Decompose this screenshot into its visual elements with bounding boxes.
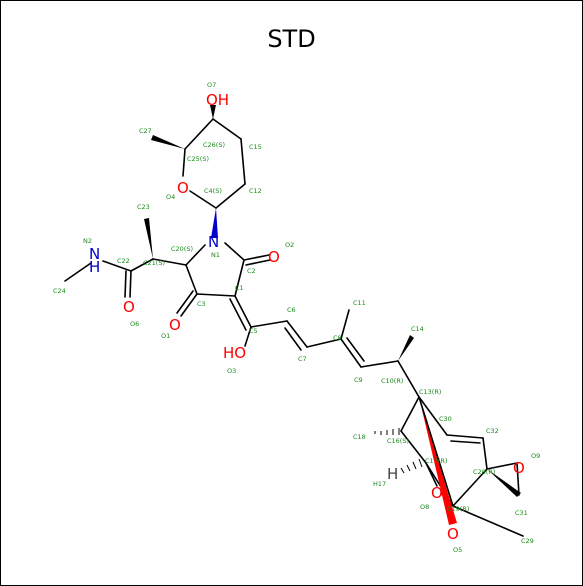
label-O1: O1 — [161, 332, 170, 340]
label-O6: O6 — [130, 320, 139, 328]
label-C23: C23 — [137, 203, 150, 211]
label-O4: O4 — [166, 193, 175, 201]
atom-O9: O — [513, 459, 525, 477]
atom-N1: N — [208, 233, 219, 251]
atom-H17: H — [387, 465, 398, 483]
atom-H-N2: H — [89, 258, 100, 276]
label-C28: C28(R) — [473, 468, 495, 476]
label-C31: C31 — [515, 509, 528, 517]
label-C30: C30 — [439, 415, 452, 423]
label-N2: N2 — [83, 237, 92, 245]
atom-O7: OH — [206, 91, 229, 109]
atom-O6: O — [123, 298, 135, 316]
label-C18: C18 — [353, 433, 366, 441]
atom-O2: O — [268, 248, 280, 266]
label-O3: O3 — [227, 367, 236, 375]
label-C14: C14 — [411, 325, 424, 333]
atom-symbols: OH O N N H O O O HO O O O H — [89, 91, 525, 543]
label-C13: C13(R) — [419, 388, 441, 396]
label-O7: O7 — [207, 81, 216, 89]
label-C26: C26(S) — [203, 141, 225, 149]
label-C1: C1 — [235, 284, 244, 292]
label-C12: C12 — [249, 187, 262, 195]
label-C16: C16(S) — [387, 437, 409, 445]
bonds — [64, 105, 524, 537]
label-O2: O2 — [285, 241, 294, 249]
label-O5: O5 — [453, 546, 462, 554]
label-C24: C24 — [53, 287, 66, 295]
label-C5: C5 — [249, 327, 258, 335]
label-C32: C32 — [486, 427, 499, 435]
atom-N2: N — [89, 245, 100, 263]
label-C20: C20(S) — [171, 245, 193, 253]
label-N1: N1 — [211, 251, 220, 259]
atom-O4: O — [177, 179, 189, 197]
label-C10: C10(R) — [381, 377, 403, 385]
label-C25: C25(S) — [187, 155, 209, 163]
label-C17: C17(R) — [425, 457, 447, 465]
atom-labels: O7 C27 C26(S) C25(S) C15 O4 C4(S) C12 C2… — [53, 81, 540, 554]
atom-O1: O — [169, 316, 181, 334]
label-C9: C9 — [354, 376, 363, 384]
label-C7: C7 — [298, 355, 307, 363]
label-C11: C11 — [353, 299, 366, 307]
label-C27: C27 — [139, 127, 152, 135]
label-H17: H17 — [373, 480, 386, 488]
label-C29: C29 — [521, 537, 534, 545]
label-C3: C3 — [197, 300, 206, 308]
atom-O5: O — [447, 525, 459, 543]
label-C21: C21(S) — [143, 259, 165, 267]
label-C8: C8 — [333, 334, 342, 342]
page-title: STD — [267, 25, 316, 53]
label-C19: C19(R) — [447, 505, 469, 513]
label-O9: O9 — [531, 452, 540, 460]
label-C6: C6 — [287, 306, 296, 314]
atom-O8: O — [431, 484, 443, 502]
atom-O3: HO — [223, 344, 246, 362]
label-C22: C22 — [117, 257, 130, 265]
label-O8: O8 — [420, 503, 429, 511]
label-C15: C15 — [249, 143, 262, 151]
label-C2: C2 — [247, 267, 256, 275]
label-C4: C4(S) — [204, 187, 222, 195]
